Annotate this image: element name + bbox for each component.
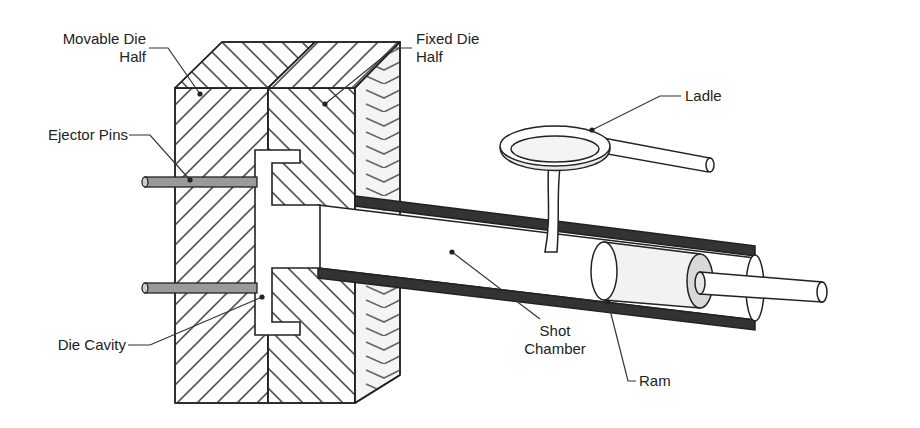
ladle-metal <box>511 136 599 162</box>
shot-chamber <box>318 196 764 330</box>
leader-dot <box>259 294 264 299</box>
ejector-pin-end <box>142 177 148 187</box>
ram-rod <box>700 272 822 302</box>
ladle <box>500 126 714 252</box>
leader-dot <box>589 127 594 132</box>
part-label: Die Cavity <box>30 336 126 354</box>
ejector-pin-end <box>142 283 148 293</box>
ejector-pins <box>142 177 257 293</box>
ladle-rim <box>500 126 610 166</box>
ram-rod-start <box>695 272 705 294</box>
ram-face <box>591 242 617 300</box>
ladle-handle <box>596 137 710 172</box>
ladle-handle-end <box>706 158 714 172</box>
leader-line <box>452 252 540 319</box>
leader-dot <box>322 101 327 106</box>
molten-metal-stream <box>545 160 561 252</box>
ram-rod-end <box>817 282 827 302</box>
leader-dot <box>449 249 454 254</box>
leader-dots <box>187 91 610 304</box>
leader-line <box>149 48 200 94</box>
part-label: Fixed Die Half <box>416 30 496 66</box>
part-label: Movable Die Half <box>62 30 146 66</box>
die-cavity-shape <box>255 150 320 335</box>
ejector-pin <box>145 177 257 187</box>
part-label: Shot Chamber <box>510 322 600 358</box>
leader-lines <box>128 48 681 381</box>
ram <box>591 242 827 308</box>
leader-line <box>128 297 262 345</box>
ejector-pin <box>145 283 257 293</box>
movable-die-hatch <box>175 88 268 403</box>
leader-dot <box>197 91 202 96</box>
leader-line <box>608 302 636 381</box>
leader-line <box>129 135 190 180</box>
leader-dot <box>605 299 610 304</box>
part-label: Ejector Pins <box>24 126 128 144</box>
leader-line <box>325 48 412 104</box>
leader-dot <box>187 177 192 182</box>
ram-body <box>604 242 700 308</box>
part-label: Ladle <box>685 87 745 105</box>
movable-die-face <box>175 88 268 403</box>
part-label: Ram <box>639 372 689 390</box>
leader-line <box>592 96 681 130</box>
